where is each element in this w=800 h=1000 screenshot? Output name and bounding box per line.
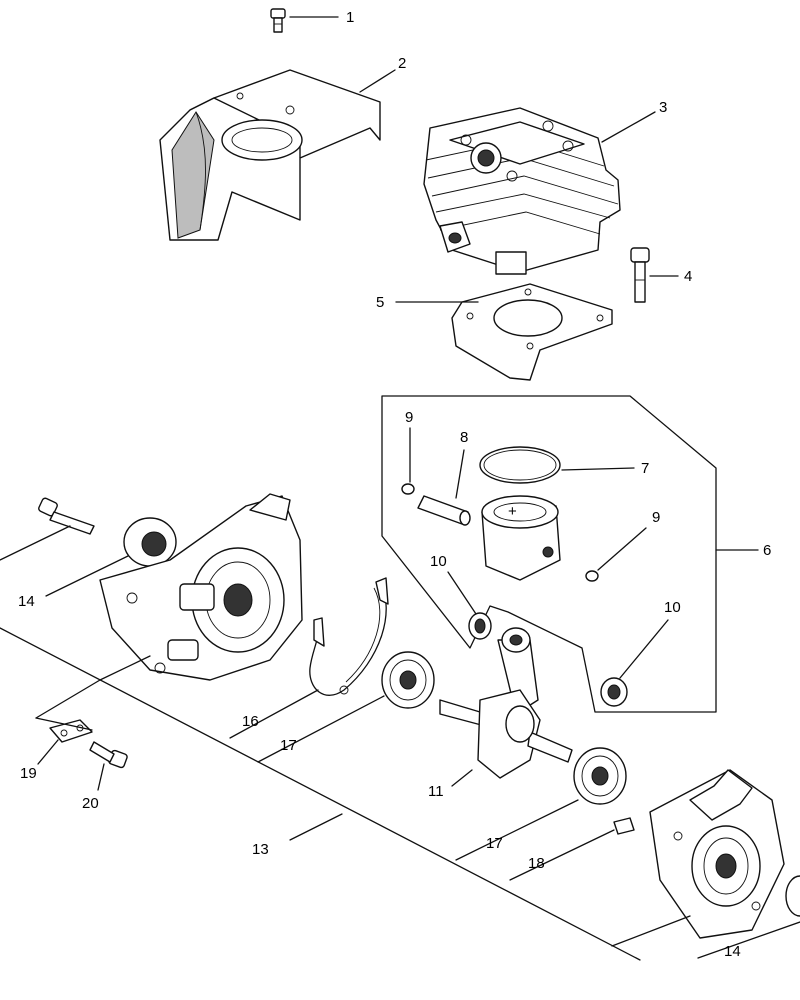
leader-14a-seal — [45, 555, 129, 597]
leader-10b — [619, 619, 669, 679]
part-10-bearing-lower — [600, 677, 628, 707]
part-2-heat-shield — [159, 69, 381, 241]
leader-9b — [597, 527, 647, 571]
callout-10-upper: 10 — [430, 553, 447, 570]
callout-19: 19 — [20, 765, 37, 782]
callout-14-right: 14 — [724, 943, 741, 960]
callout-4: 4 — [684, 268, 692, 285]
part-1-bolt — [270, 8, 286, 33]
part-17-bearing-left — [381, 651, 435, 709]
part-13-crankcase-left — [99, 493, 303, 681]
part-19-plate — [49, 719, 93, 743]
callout-9-right: 9 — [652, 509, 660, 526]
leader-2 — [359, 69, 396, 93]
piston: + — [481, 495, 561, 581]
part-9-circlip-right — [585, 570, 599, 582]
callout-7: 7 — [641, 460, 649, 477]
leader-10a — [447, 571, 477, 615]
callout-18: 18 — [528, 855, 545, 872]
leader-11 — [451, 769, 473, 787]
part-5-gasket — [451, 283, 613, 381]
callout-2: 2 — [398, 55, 406, 72]
part-9-circlip-left — [401, 483, 415, 495]
callout-17-left: 17 — [280, 737, 297, 754]
callout-3: 3 — [659, 99, 667, 116]
part-10-bearing-upper — [468, 612, 492, 640]
part-18-dowel-pin — [613, 817, 635, 835]
callout-16: 16 — [242, 713, 259, 730]
callout-14-left: 14 — [18, 593, 35, 610]
leader-19 — [37, 739, 59, 765]
callout-8: 8 — [460, 429, 468, 446]
crankcase-right — [649, 769, 800, 939]
part-14-bolt-left — [38, 497, 95, 535]
part-4-bolt — [630, 247, 650, 303]
svg-text:+: + — [508, 503, 517, 520]
part-3-cylinder — [423, 107, 621, 275]
callout-20: 20 — [82, 795, 99, 812]
callout-6: 6 — [763, 542, 771, 559]
callout-11: 11 — [428, 783, 444, 800]
callout-13: 13 — [252, 841, 269, 858]
callout-9-left: 9 — [405, 409, 413, 426]
leader-14a-bolt — [0, 525, 71, 561]
callout-5: 5 — [376, 294, 384, 311]
part-11-crankshaft — [439, 627, 573, 779]
callout-10-lower: 10 — [664, 599, 681, 616]
leader-3 — [601, 111, 656, 143]
leader-7 — [561, 467, 635, 471]
leader-20 — [97, 763, 105, 791]
callout-17-right: 17 — [486, 835, 503, 852]
kit-bracket — [381, 395, 717, 713]
part-7-piston-ring — [479, 446, 561, 484]
part-20-screw — [89, 741, 128, 769]
oil-seal-left — [123, 517, 177, 567]
part-17-bearing-right — [573, 747, 627, 805]
leader-8 — [455, 449, 465, 499]
callout-1: 1 — [346, 9, 354, 26]
assembly-leaders — [0, 627, 800, 961]
part-8-piston-pin — [417, 495, 471, 526]
part-16-retaining-ring — [309, 577, 389, 696]
